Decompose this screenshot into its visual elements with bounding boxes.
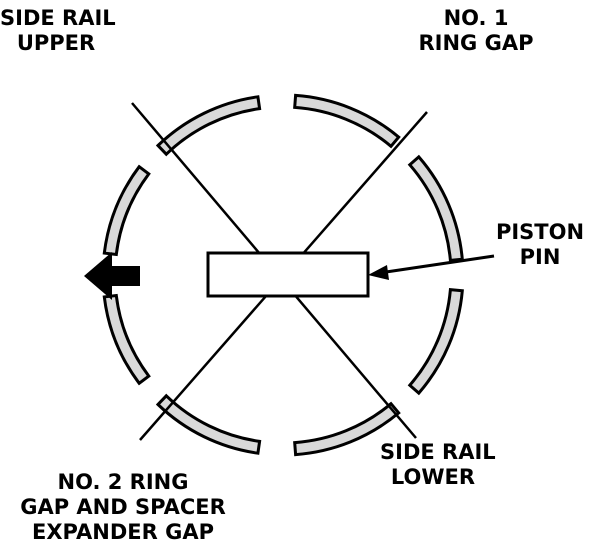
ring-segment-left-upper	[102, 164, 151, 257]
arrow-left-icon	[84, 252, 140, 300]
label-line: SIDE RAIL	[0, 6, 116, 30]
label-line: PIN	[519, 245, 561, 269]
label-line: PISTON	[495, 220, 585, 244]
label-piston-pin: PISTON PIN	[492, 220, 588, 270]
label-line: RING GAP	[418, 31, 534, 55]
ring-segment-right-upper	[407, 154, 464, 263]
label-line: UPPER	[16, 31, 96, 55]
ring-segment-top-left	[155, 95, 262, 157]
label-side-rail-upper: SIDE RAIL UPPER	[0, 6, 116, 56]
label-side-rail-lower: SIDE RAIL LOWER	[380, 440, 496, 490]
label-no2-ring-gap: NO. 2 RING GAP AND SPACER EXPANDER GAP	[18, 470, 228, 545]
ring-segment-top-right	[293, 93, 401, 149]
ring-segment-right-lower	[407, 287, 464, 396]
ring-segment-bottom-right	[293, 401, 401, 457]
label-line: NO. 2 RING	[57, 470, 189, 494]
ring-segment-left-lower	[102, 293, 151, 386]
piston-pin-rect	[206, 251, 370, 298]
label-line: LOWER	[390, 465, 476, 489]
label-line: EXPANDER GAP	[32, 520, 214, 544]
ring-segments	[102, 93, 464, 457]
label-line: NO. 1	[443, 6, 509, 30]
piston-pin-leader	[368, 254, 495, 280]
label-line: SIDE RAIL	[380, 440, 496, 464]
label-no1-ring-gap: NO. 1 RING GAP	[418, 6, 534, 56]
label-line: GAP AND SPACER	[20, 495, 226, 519]
ring-segment-bottom-left	[155, 393, 262, 455]
